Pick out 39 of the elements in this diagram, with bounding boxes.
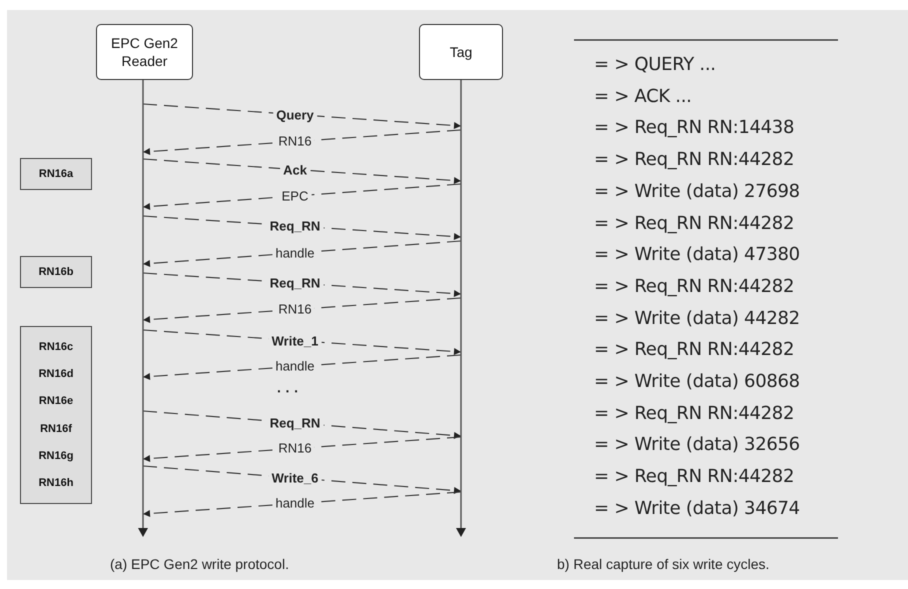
capture-line: = > Req_RN RN:44282	[594, 276, 794, 297]
label-text: RN16g	[38, 450, 74, 462]
capture-line: = > Req_RN RN:44282	[594, 339, 794, 360]
label-text: RN16c	[38, 340, 74, 353]
label-text: RN16e	[38, 395, 74, 408]
capture-line: = > Write (data) 34674	[594, 498, 800, 519]
message-arrow	[142, 158, 462, 184]
capture-line: = > Req_RN RN:44282	[594, 212, 794, 234]
capture-line: = > Req_RN RN:44282	[594, 466, 794, 488]
capture-line: = > Write (data) 27698	[594, 180, 800, 202]
capture-line: = > Req_RN RN:14438	[594, 117, 794, 138]
message-label: Write_1	[268, 333, 322, 348]
capture-line: = > ACK ...	[594, 86, 692, 107]
participant-box: EPC Gen2 Reader	[96, 24, 193, 80]
message-label: Write_6	[268, 470, 322, 486]
label-text: RN16h	[38, 477, 74, 490]
label-box: RN16a	[20, 158, 92, 190]
message-label: Ack	[280, 162, 310, 178]
label-text: RN16d	[38, 368, 74, 380]
capture-line: = > Write (data) 32656	[594, 434, 800, 456]
capture-line: = > Req_RN RN:44282	[594, 149, 794, 170]
label-box	[20, 326, 92, 504]
participant-box: Tag	[419, 24, 503, 80]
capture-line: = > Write (data) 44282	[594, 308, 800, 329]
message-label: Req_RN	[266, 218, 324, 234]
caption: (a) EPC Gen2 write protocol.	[110, 556, 289, 572]
message-arrow	[142, 183, 462, 210]
label-box: RN16b	[20, 256, 92, 288]
message-arrow	[142, 103, 462, 129]
capture-line: = > QUERY ...	[594, 54, 716, 75]
caption: b) Real capture of six write cycles.	[557, 556, 770, 572]
ellipsis: · · ·	[277, 383, 299, 399]
label-text: RN16f	[40, 422, 72, 435]
message-label: Query	[273, 107, 317, 122]
capture-line: = > Write (data) 47380	[594, 244, 800, 266]
message-label: Req_RN	[266, 276, 324, 291]
message-label: EPC	[278, 188, 312, 204]
capture-line: = > Write (data) 60868	[594, 371, 800, 392]
capture-line: = > Req_RN RN:44282	[594, 402, 794, 424]
